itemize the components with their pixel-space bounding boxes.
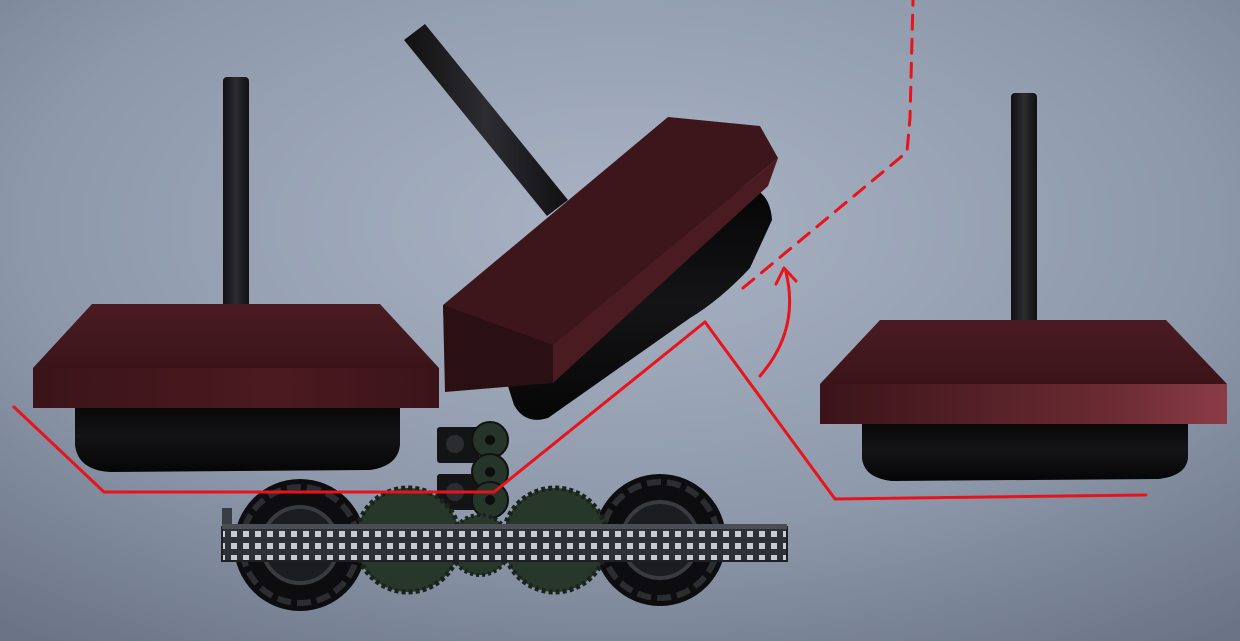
left-cap-tray bbox=[75, 400, 400, 472]
left-outline bbox=[12, 320, 707, 494]
right-cap-tray bbox=[862, 418, 1188, 481]
left-cap-top bbox=[33, 304, 439, 368]
center-cap-face bbox=[443, 305, 553, 392]
right-cap-rim bbox=[820, 384, 1227, 424]
rotation-arrow-head bbox=[774, 266, 798, 286]
right-cap-rod bbox=[1011, 93, 1037, 325]
right-cap-top bbox=[820, 320, 1227, 384]
right-outline bbox=[703, 320, 1148, 501]
annotations bbox=[12, 0, 1148, 501]
rotation-arrow bbox=[758, 270, 792, 378]
center-cap-top bbox=[443, 117, 778, 355]
gear-motor-stack bbox=[437, 421, 509, 519]
right-cap bbox=[820, 93, 1227, 481]
left-cap-rod bbox=[223, 77, 249, 309]
left-cap-rim bbox=[33, 368, 439, 408]
left-cap bbox=[33, 77, 439, 472]
center-cap bbox=[404, 24, 778, 420]
center-cap-edge bbox=[553, 158, 778, 383]
chassis-rail bbox=[221, 508, 788, 562]
swing-path bbox=[741, 0, 915, 290]
center-cap-rod bbox=[404, 24, 568, 216]
robot-drivetrain bbox=[221, 421, 788, 611]
